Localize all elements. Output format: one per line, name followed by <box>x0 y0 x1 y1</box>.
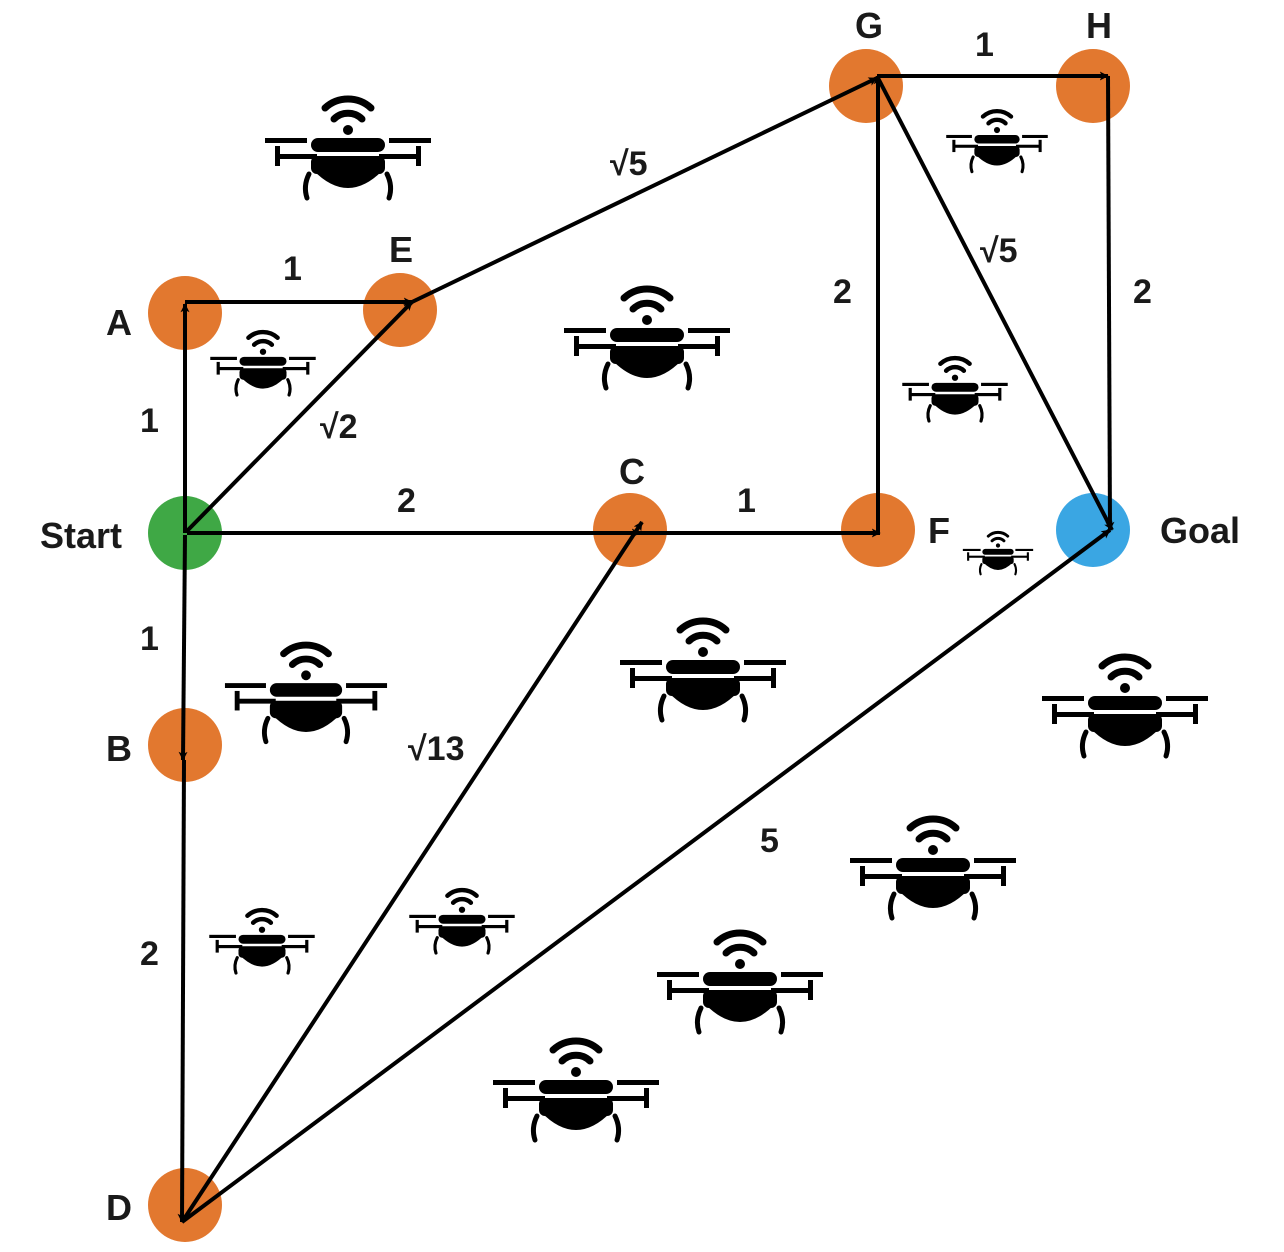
weight-start-b: 1 <box>140 620 159 658</box>
weight-b-d: 2 <box>140 935 159 973</box>
drone-icon <box>493 1041 659 1140</box>
node-c[interactable] <box>593 493 667 567</box>
weight-e-g: √5 <box>610 145 648 183</box>
weight-d-goal: 5 <box>760 822 779 860</box>
label-start: Start <box>40 515 122 556</box>
edge-h-goal <box>1105 75 1115 531</box>
label-b: B <box>106 728 132 769</box>
edges <box>177 71 1115 1224</box>
edge-start-e <box>185 300 414 533</box>
drone-icon <box>1042 657 1208 756</box>
label-c: C <box>619 451 645 492</box>
weight-f-g: 2 <box>833 273 852 311</box>
drone-icon <box>265 99 431 198</box>
label-f: F <box>928 510 950 551</box>
drone-icon <box>564 289 730 388</box>
weight-start-c: 2 <box>397 482 416 520</box>
weight-c-f: 1 <box>737 482 756 520</box>
node-h[interactable] <box>1056 49 1130 123</box>
weight-g-goal: √5 <box>980 232 1018 270</box>
edge-g-goal <box>876 77 1114 531</box>
edge-d-c <box>180 520 644 1224</box>
weight-start-a: 1 <box>140 402 159 440</box>
edge-b-d <box>177 759 187 1223</box>
weight-d-c: √13 <box>408 730 464 768</box>
drone-icon <box>962 530 1034 576</box>
label-a: A <box>106 302 132 343</box>
label-d: D <box>106 1187 132 1228</box>
label-g: G <box>855 5 883 46</box>
weight-g-h: 1 <box>975 26 994 64</box>
node-labels: Start A B D E C F G H Goal <box>40 5 1240 1228</box>
drone-icon <box>225 645 387 742</box>
weight-a-e: 1 <box>283 250 302 288</box>
drones <box>209 99 1208 1140</box>
weight-h-goal: 2 <box>1133 273 1152 311</box>
node-g[interactable] <box>829 49 903 123</box>
edge-labels: 1 1 √2 2 1 √5 1 1 2 √5 2 2 √13 5 <box>140 26 1152 973</box>
edge-e-g <box>411 76 878 304</box>
weight-start-e: √2 <box>320 408 358 446</box>
drone-icon <box>946 111 1048 172</box>
drone-icon <box>850 819 1016 918</box>
node-e[interactable] <box>363 273 437 347</box>
label-e: E <box>389 229 413 270</box>
label-h: H <box>1086 5 1112 46</box>
drone-icon <box>209 910 314 973</box>
drone-icon <box>657 933 823 1032</box>
edge-start-b <box>178 534 188 761</box>
drone-icon <box>620 621 786 720</box>
drone-icon <box>902 358 1007 421</box>
edge-d-goal <box>180 528 1112 1224</box>
label-goal: Goal <box>1160 510 1240 551</box>
drone-icon <box>210 332 315 395</box>
node-goal[interactable] <box>1056 493 1130 567</box>
drone-icon <box>409 890 514 953</box>
